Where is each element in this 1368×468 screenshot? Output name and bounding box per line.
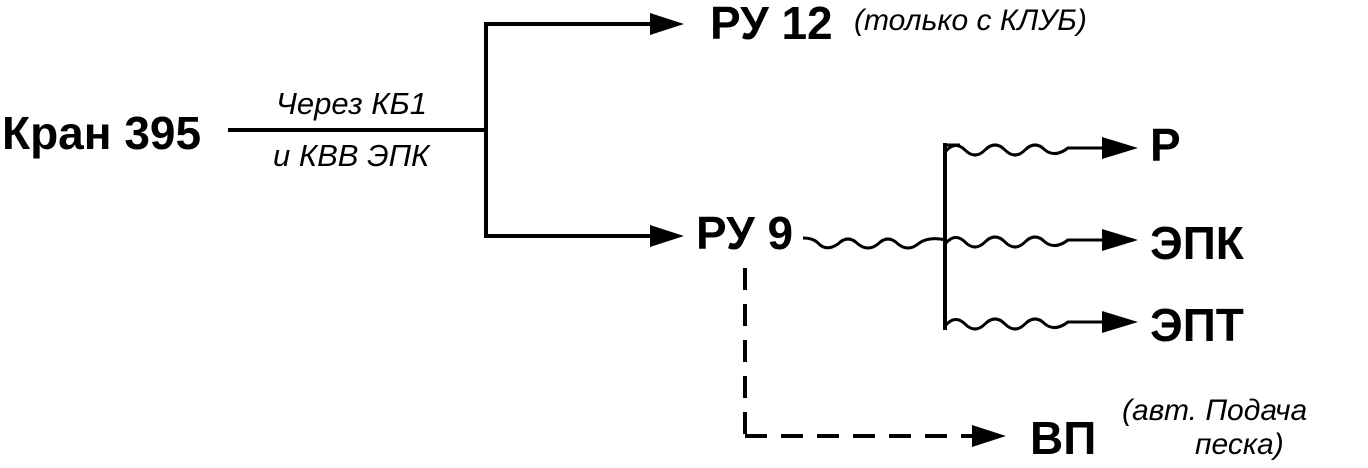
arrow-ru9 bbox=[650, 225, 684, 247]
node-vp-note-line2: песка) bbox=[1195, 428, 1284, 461]
arrow-vp bbox=[972, 425, 1006, 447]
arrow-ru12 bbox=[650, 13, 684, 35]
node-epk: ЭПК bbox=[1150, 217, 1244, 269]
node-ept: ЭПТ bbox=[1150, 299, 1244, 351]
edge-label-line1: Через КБ1 bbox=[276, 86, 427, 121]
arrow-epk bbox=[1102, 229, 1138, 251]
node-ru12-note: (только с КЛУБ) bbox=[854, 4, 1087, 37]
arrow-p bbox=[1102, 137, 1138, 159]
node-ru12: РУ 12 bbox=[710, 0, 833, 49]
wavy-line-p bbox=[943, 143, 1112, 157]
wavy-line-epk bbox=[943, 235, 1112, 249]
edge-label-line2: и КВВ ЭПК bbox=[273, 138, 430, 173]
wavy-line-ept bbox=[943, 317, 1112, 331]
wavy-line-ru9 bbox=[802, 236, 947, 250]
node-p: Р bbox=[1150, 119, 1181, 171]
arrow-ept bbox=[1102, 311, 1138, 333]
node-ru9: РУ 9 bbox=[696, 207, 794, 259]
node-kran-395: Кран 395 bbox=[2, 107, 202, 159]
node-vp-note-line1: (авт. Подача bbox=[1122, 394, 1308, 427]
node-vp: ВП bbox=[1030, 412, 1097, 464]
